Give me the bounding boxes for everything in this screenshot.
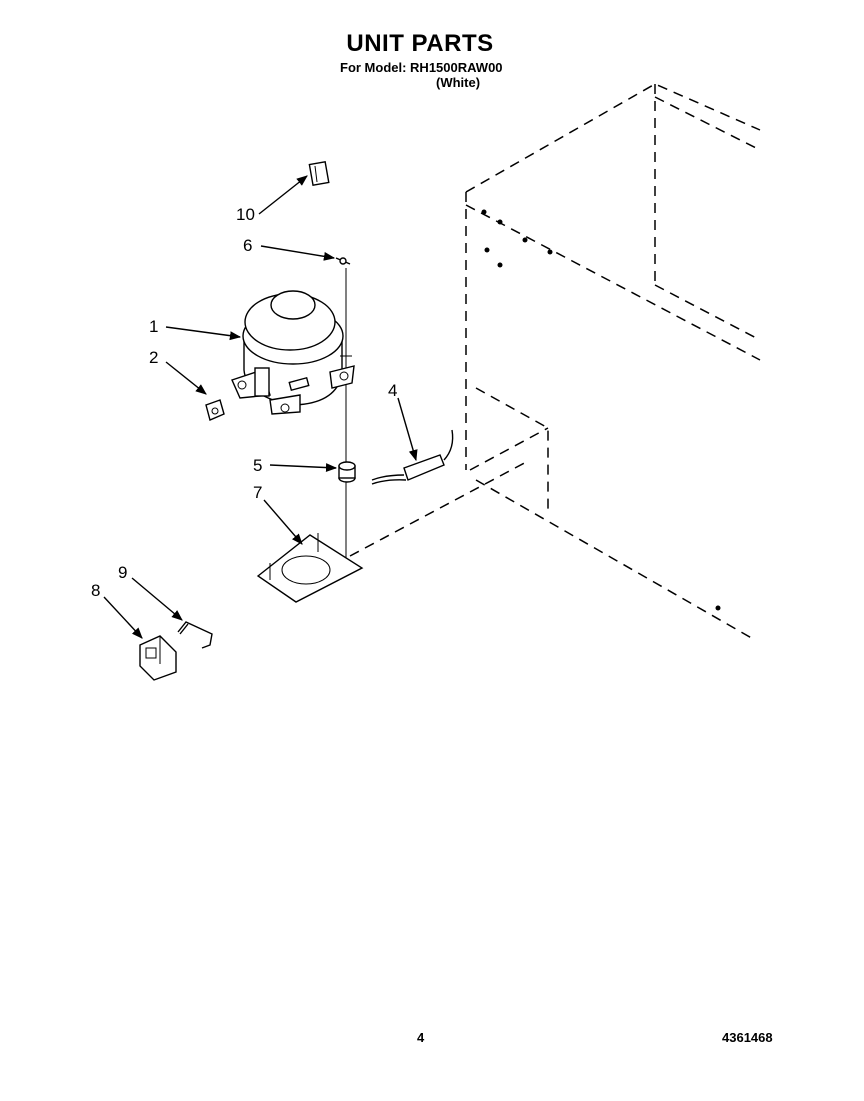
part-6-clip	[335, 257, 351, 560]
callout-8: 8	[91, 581, 100, 600]
part-2-clip	[205, 399, 225, 421]
callout-10: 10	[236, 205, 255, 224]
part-7-base-plate	[256, 533, 364, 603]
color-line: (White)	[436, 75, 481, 90]
document-number: 4361468	[722, 1030, 773, 1045]
part-5-grommet	[338, 461, 356, 483]
page-number: 4	[417, 1030, 425, 1045]
part-1-compressor	[231, 290, 355, 415]
part-9-wire-clip	[177, 621, 213, 649]
callout-2: 2	[149, 348, 158, 367]
page-title: UNIT PARTS	[346, 30, 494, 57]
callout-5: 5	[253, 456, 262, 475]
part-8-terminal-cover	[139, 635, 177, 681]
part-4-drier	[371, 429, 454, 485]
callout-7: 7	[253, 483, 262, 502]
callout-1: 1	[149, 317, 158, 336]
callout-6: 6	[243, 236, 252, 255]
callout-4: 4	[388, 381, 397, 400]
part-10-connector	[308, 160, 330, 187]
model-line: For Model: RH1500RAW00	[340, 60, 503, 75]
leader-lines	[103, 175, 418, 639]
callout-9: 9	[118, 563, 127, 582]
cabinet-outline	[349, 83, 761, 641]
